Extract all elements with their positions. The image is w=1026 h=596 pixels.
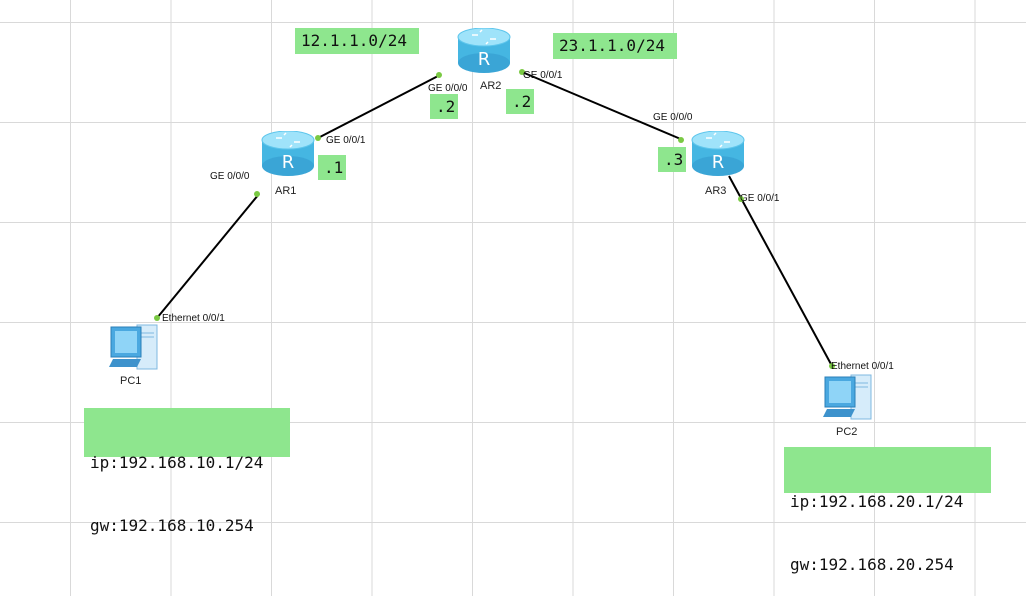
pc1-ip: ip:192.168.10.1/24 — [90, 453, 264, 472]
note-pc1-config: ip:192.168.10.1/24 gw:192.168.10.254 — [84, 408, 290, 535]
svg-text:R: R — [478, 49, 491, 70]
port-dot-ar1-ge000[interactable] — [254, 191, 260, 197]
note-ar1-host: .1 — [318, 155, 346, 180]
pc-icon — [109, 324, 158, 370]
port-label-ar2-ge000: GE 0/0/0 — [428, 83, 468, 94]
link-ar3-pc2 — [728, 175, 833, 367]
svg-text:R: R — [282, 152, 295, 173]
note-network-12: 12.1.1.0/24 — [295, 28, 419, 54]
link-ar2-ar3 — [521, 71, 684, 141]
pc1-gateway: gw:192.168.10.254 — [90, 516, 254, 535]
port-label-ar2-ge001: GE 0/0/1 — [523, 70, 563, 81]
note-network-23: 23.1.1.0/24 — [553, 33, 677, 59]
device-label-pc1: PC1 — [120, 375, 142, 387]
port-label-ar3-ge001: GE 0/0/1 — [740, 193, 780, 204]
port-dot-ar3-ge001[interactable] — [738, 196, 744, 202]
port-dot-pc2-eth[interactable] — [829, 363, 835, 369]
port-dot-ar1-ge001[interactable] — [315, 135, 321, 141]
router-icon: R — [457, 27, 511, 73]
note-pc2-config: ip:192.168.20.1/24 gw:192.168.20.254 — [784, 447, 991, 574]
port-label-pc2-eth: Ethernet 0/0/1 — [831, 361, 894, 372]
router-icon: R — [261, 130, 315, 176]
device-label-ar2: AR2 — [480, 80, 502, 92]
pc-pc1[interactable] — [107, 321, 161, 373]
pc2-gateway: gw:192.168.20.254 — [790, 555, 954, 574]
note-ar2-host-left: .2 — [430, 94, 458, 119]
note-ar2-host-right: .2 — [506, 89, 534, 114]
port-dot-ar2-ge001[interactable] — [519, 69, 525, 75]
port-label-pc1-eth: Ethernet 0/0/1 — [162, 313, 225, 324]
port-label-ar1-ge000: GE 0/0/0 — [210, 171, 250, 182]
pc-pc2[interactable] — [821, 371, 875, 423]
device-label-ar3: AR3 — [705, 185, 727, 197]
port-dot-ar2-ge000[interactable] — [436, 72, 442, 78]
port-dot-pc1-eth[interactable] — [154, 315, 160, 321]
port-label-ar3-ge000: GE 0/0/0 — [653, 112, 693, 123]
pc-icon — [823, 374, 872, 420]
port-dot-ar3-ge000[interactable] — [678, 137, 684, 143]
link-ar1-ar2 — [317, 74, 441, 139]
link-ar1-pc1 — [156, 193, 260, 319]
topology-links — [156, 71, 833, 367]
note-ar3-host: .3 — [658, 147, 686, 172]
port-label-ar1-ge001: GE 0/0/1 — [326, 135, 366, 146]
router-icon: R — [691, 130, 745, 176]
router-ar1[interactable]: R — [260, 130, 316, 179]
device-label-ar1: AR1 — [275, 185, 297, 197]
pc2-ip: ip:192.168.20.1/24 — [790, 492, 964, 511]
svg-text:R: R — [712, 152, 725, 173]
device-label-pc2: PC2 — [836, 426, 858, 438]
router-ar2[interactable]: R — [456, 27, 512, 76]
router-ar3[interactable]: R — [690, 130, 746, 179]
